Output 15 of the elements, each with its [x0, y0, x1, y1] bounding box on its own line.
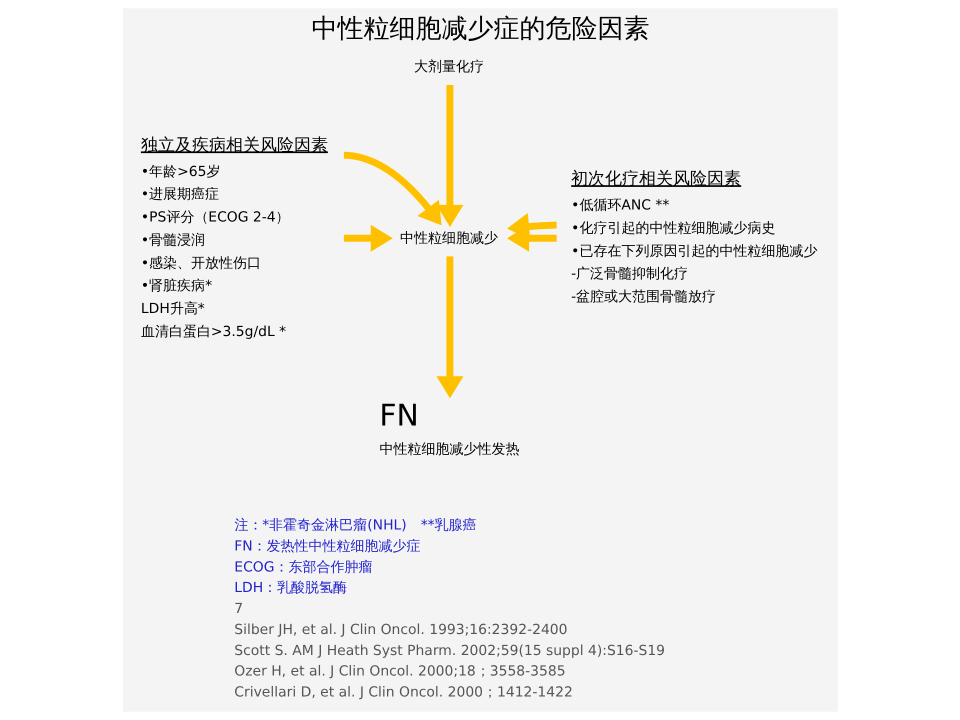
node-text: 初次化疗相关风险因素 •低循环ANC ** •化疗引起的中性粒细胞减少病史 •已存在下列原因引起的中性粒细胞减少 -广泛骨髓抑制化疗 -盆腔或大范围骨髓放疗: [570, 168, 817, 306]
label: Ozer H, et al. J Clin Oncol. 2000;18；3558-3585: [234, 664, 566, 680]
label: ECOG：东部合作肿瘤: [234, 559, 372, 576]
node-text: 大剂量化疗: [414, 59, 484, 76]
label: 7: [234, 601, 243, 618]
node-text: FN 中性粒细胞减少性发热: [378, 398, 519, 458]
label: Scott S. AM J Heath Syst Pharm. 2002;59(15 suppl 4):S16-S19: [234, 642, 665, 659]
node-text: 中性粒细胞减少: [400, 230, 498, 246]
label: Crivellari D, et al. J Clin Oncol. 2000；1412-1422: [234, 684, 572, 701]
label: Silber JH, et al. J Clin Oncol. 1993;16:2392-2400: [234, 622, 568, 638]
label: FN：发热性中性粒细胞减少症: [234, 538, 420, 554]
label: 注：*非霍奇金淋巴瘤(NHL) **乳腺癌: [234, 518, 476, 534]
label: LDH：乳酸脱氢酶: [234, 580, 347, 596]
diagram-title: 中性粒细胞减少症的危险因素: [311, 14, 649, 44]
node-text: 独立及疾病相关风险因素 •年龄>65岁 •进展期癌症 •PS评分（ECOG 2-4） •骨髓浸润 •感染、开放性伤口 •肾脏疾病* LDH升高* 血清白蛋白>3.5g/dL *: [140, 134, 328, 340]
